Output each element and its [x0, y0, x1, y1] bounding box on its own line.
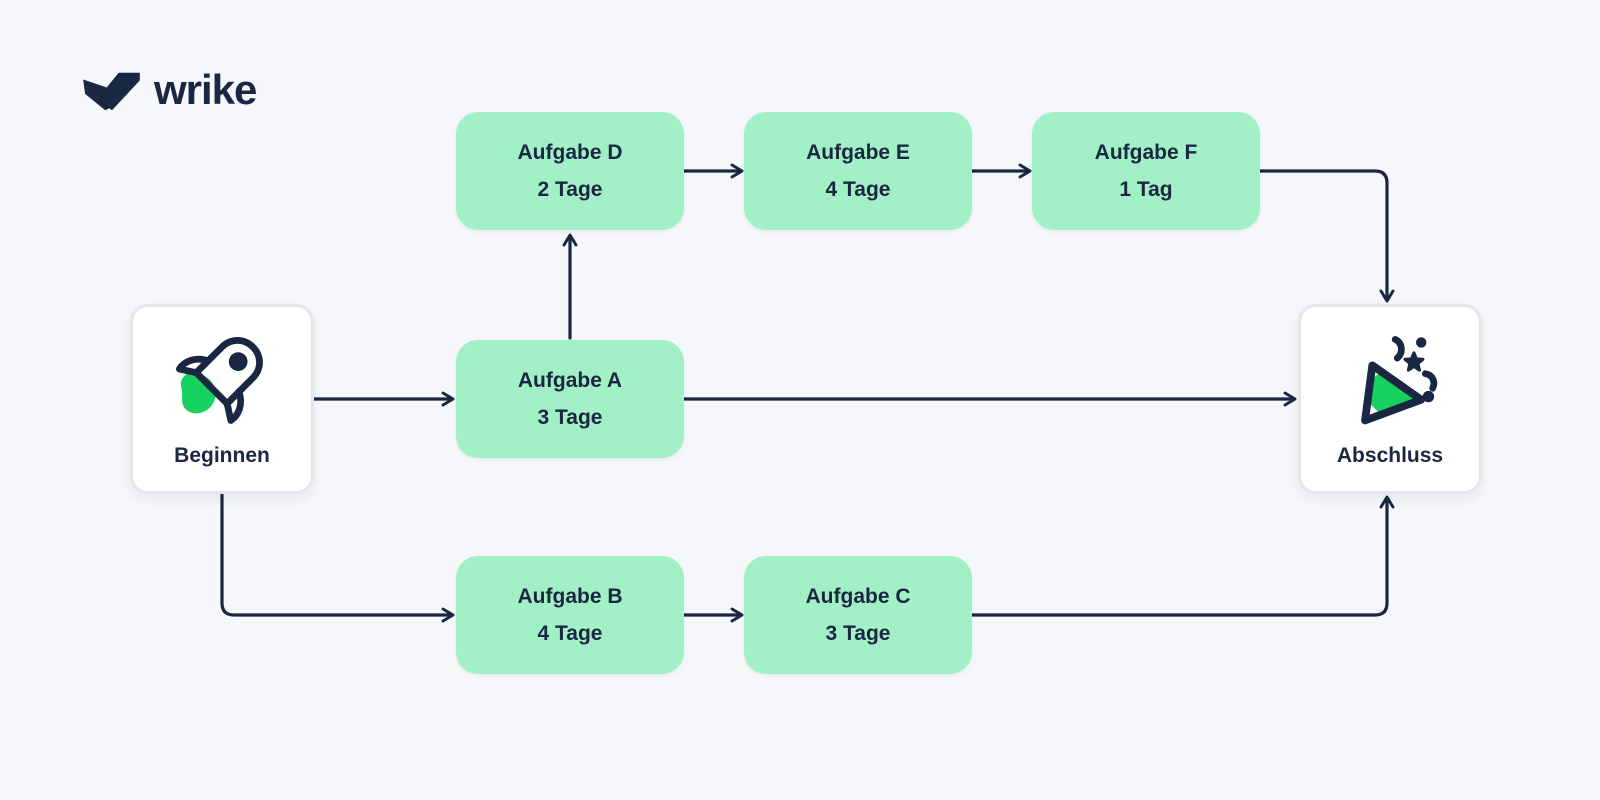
task-title: Aufgabe A [517, 368, 623, 392]
end-node-abschluss[interactable]: Abschluss [1298, 304, 1482, 494]
party-popper-icon [1361, 335, 1438, 425]
task-duration: 1 Tag [1119, 178, 1173, 201]
task-node-aufgabe-c[interactable]: Aufgabe C 3 Tage [744, 556, 972, 674]
task-duration: 3 Tage [537, 406, 603, 429]
task-title: Aufgabe E [806, 140, 910, 164]
edge-beginnen-to-aufgabe-b [220, 492, 455, 623]
start-node-beginnen[interactable]: Beginnen [130, 304, 314, 494]
task-node-aufgabe-a[interactable]: Aufgabe A 3 Tage [456, 340, 684, 458]
task-node-aufgabe-e[interactable]: Aufgabe E 4 Tage [744, 112, 972, 230]
task-title: Aufgabe D [517, 140, 623, 164]
task-duration: 2 Tage [537, 178, 603, 201]
task-title: Aufgabe B [517, 584, 623, 608]
rocket-icon [175, 336, 263, 424]
start-node-label: Beginnen [174, 444, 270, 467]
brand-name: wrike [154, 66, 257, 113]
brand-logo: wrike [80, 66, 257, 116]
end-node-label: Abschluss [1336, 444, 1444, 467]
task-duration: 4 Tage [825, 178, 891, 201]
task-node-aufgabe-d[interactable]: Aufgabe D 2 Tage [456, 112, 684, 230]
task-title: Aufgabe F [1094, 140, 1198, 164]
edge-aufgabe-f-to-abschluss [1258, 169, 1395, 303]
task-node-aufgabe-b[interactable]: Aufgabe B 4 Tage [456, 556, 684, 674]
task-duration: 4 Tage [537, 622, 603, 645]
task-duration: 3 Tage [825, 622, 891, 645]
edge-aufgabe-c-to-abschluss [970, 495, 1395, 617]
wrike-logo-icon [83, 72, 140, 111]
task-title: Aufgabe C [805, 584, 911, 608]
task-node-aufgabe-f[interactable]: Aufgabe F 1 Tag [1032, 112, 1260, 230]
